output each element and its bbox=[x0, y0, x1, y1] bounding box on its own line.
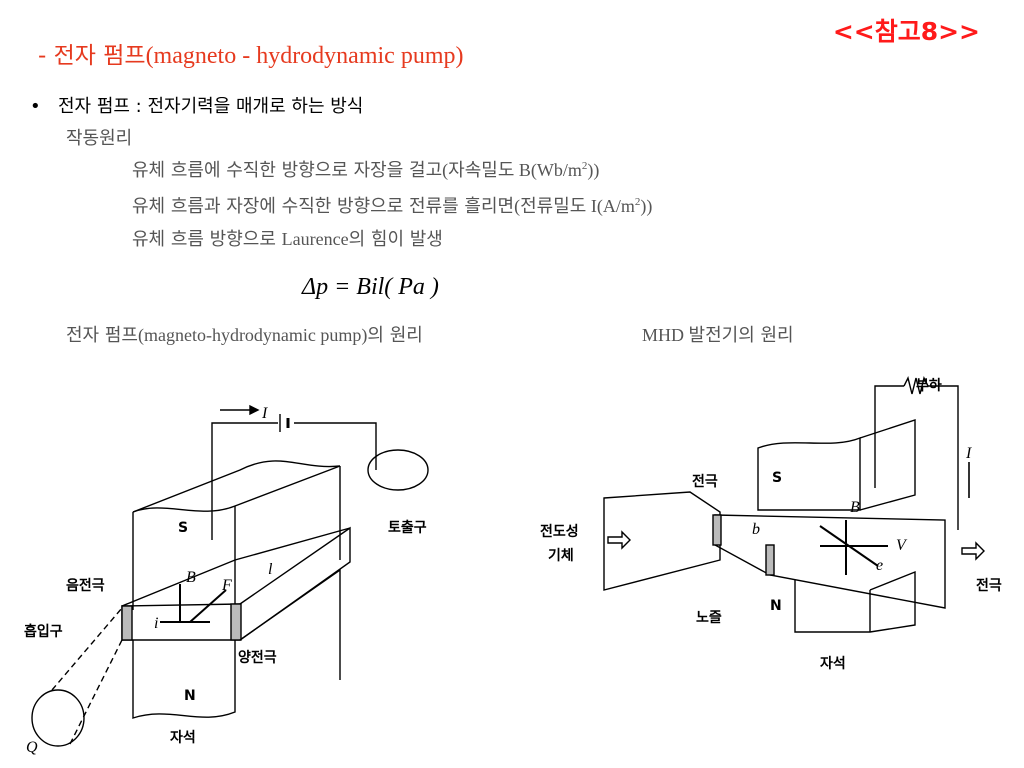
subheading: 작동원리 bbox=[66, 128, 133, 149]
load-wire-left bbox=[874, 385, 904, 488]
pump-label-i: i bbox=[154, 615, 158, 632]
load-wire-right bbox=[928, 385, 959, 530]
title-korean: - 전자 펌프 bbox=[38, 43, 146, 69]
caption-left: 전자 펌프(magneto-hydrodynamic pump)의 원리 bbox=[66, 325, 423, 346]
circuit-wire-left bbox=[211, 422, 278, 540]
pump-label-pos-electrode: 양전극 bbox=[238, 649, 277, 666]
pump-label-l: l bbox=[268, 561, 273, 578]
pump-label-q: Q bbox=[26, 739, 38, 756]
gen-n-magnet bbox=[794, 570, 916, 633]
formula: Δp = Bil( Pa ) bbox=[302, 274, 439, 300]
channel-top bbox=[121, 527, 351, 607]
gen-label-b: B bbox=[850, 499, 860, 516]
caption-right: MHD 발전기의 원리 bbox=[642, 325, 794, 346]
inlet-pipe bbox=[31, 689, 85, 747]
gen-label-s: S bbox=[772, 470, 782, 486]
outlet-pipe bbox=[367, 449, 429, 491]
n-magnet bbox=[132, 568, 341, 719]
title-english: (magneto - hydrodynamic pump) bbox=[145, 43, 464, 69]
channel-side bbox=[239, 526, 351, 641]
page-title: - 전자 펌프(magneto - hydrodynamic pump) bbox=[38, 36, 463, 70]
f-arrow bbox=[189, 589, 227, 623]
gen-e-arrow bbox=[819, 525, 879, 567]
neg-electrode-plate bbox=[121, 605, 133, 641]
mhd-pump-diagram bbox=[31, 404, 429, 747]
s-magnet-front bbox=[132, 465, 341, 610]
pump-label-f: F bbox=[221, 577, 232, 594]
gen-s-magnet bbox=[757, 436, 861, 511]
circuit-wire-right bbox=[294, 422, 377, 470]
gen-electrode-bottom bbox=[765, 544, 775, 576]
gen-label-n: N bbox=[770, 598, 782, 614]
gen-label-magnet: 자석 bbox=[820, 656, 846, 672]
gas-in-arrow bbox=[607, 530, 631, 550]
gen-label-small-b: b bbox=[752, 521, 760, 538]
gen-nozzle-inlet bbox=[603, 491, 721, 591]
bullet-item: • 전자 펌프 : 전자기력을 매개로 하는 방식 bbox=[30, 92, 363, 118]
s-magnet-edges bbox=[234, 466, 341, 610]
gen-label-nozzle: 노즐 bbox=[696, 610, 722, 626]
pump-label-b: B bbox=[186, 569, 196, 586]
principle-line-1: 유체 흐름에 수직한 방향으로 자장을 걸고(자속밀도 B(Wb/m2)) bbox=[132, 160, 600, 181]
pump-label-n: N bbox=[184, 688, 196, 704]
inlet-line-top bbox=[51, 607, 123, 691]
principle-line-2: 유체 흐름과 자장에 수직한 방향으로 전류를 흘리면(전류밀도 I(A/m2)… bbox=[132, 196, 653, 217]
inlet-line-bottom bbox=[69, 639, 123, 745]
gen-electrode-top bbox=[712, 514, 722, 546]
pump-label-current: I bbox=[261, 405, 268, 422]
gen-label-gas-2: 기체 bbox=[548, 548, 574, 564]
gen-label-current: I bbox=[965, 445, 972, 462]
pump-label-inlet: 흡입구 bbox=[24, 623, 63, 640]
mhd-generator-diagram bbox=[603, 375, 985, 633]
gen-label-gas-1: 전도성 bbox=[540, 523, 579, 540]
load-resistor bbox=[903, 375, 929, 395]
gen-channel bbox=[714, 514, 946, 609]
bullet-dot: • bbox=[30, 96, 41, 117]
gen-label-electrode-top: 전극 bbox=[692, 473, 718, 490]
gen-label-load: 부하 bbox=[916, 377, 942, 394]
principle-line-3: 유체 흐름 방향으로 Laurence의 힘이 발생 bbox=[132, 229, 443, 250]
pump-label-outlet: 토출구 bbox=[388, 519, 427, 536]
reference-tag: <<참고8>> bbox=[832, 17, 980, 46]
bullet-text: 전자 펌프 : 전자기력을 매개로 하는 방식 bbox=[58, 96, 364, 117]
pump-label-magnet: 자석 bbox=[170, 730, 196, 746]
gen-label-v: V bbox=[896, 537, 908, 554]
gen-label-electrode-right: 전극 bbox=[976, 577, 1002, 594]
current-arrowhead bbox=[249, 404, 260, 416]
gen-s-magnet-side bbox=[859, 419, 916, 511]
gas-out-arrow bbox=[961, 541, 985, 561]
s-magnet-top bbox=[132, 460, 341, 513]
pump-label-neg-electrode: 음전극 bbox=[66, 577, 105, 594]
pos-electrode-plate bbox=[230, 603, 242, 641]
gen-label-e: e bbox=[876, 557, 883, 574]
pump-label-s: S bbox=[178, 520, 188, 536]
